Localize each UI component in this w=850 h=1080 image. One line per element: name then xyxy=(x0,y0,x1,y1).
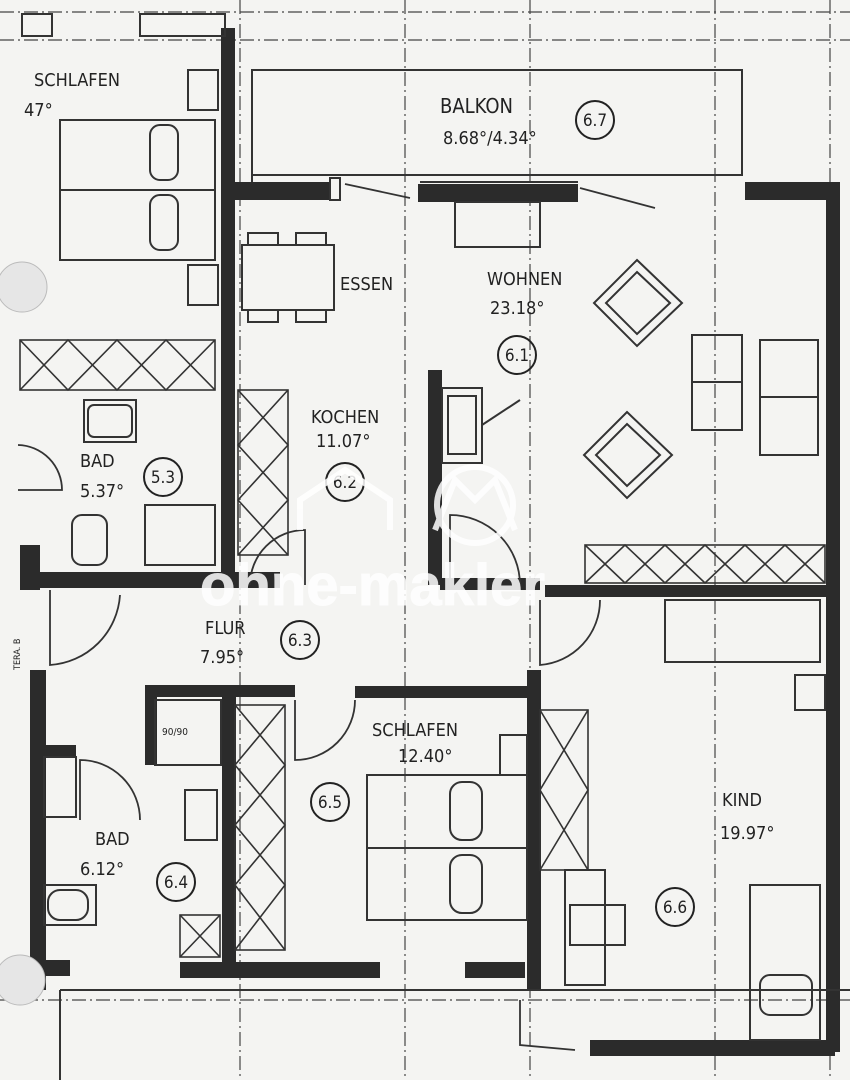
room-name-flur: FLUR xyxy=(205,618,246,639)
room-area-kind: 19.97° xyxy=(720,823,774,844)
room-number-kochen: 6.2 xyxy=(333,473,357,493)
punch-hole-top xyxy=(0,261,48,313)
room-name-bad: BAD xyxy=(95,829,130,850)
room-number-schlafen: 6.5 xyxy=(318,793,342,813)
furniture xyxy=(43,69,826,986)
cabinets xyxy=(19,338,826,958)
room-area-flur: 7.95° xyxy=(200,647,244,668)
punch-hole-bottom xyxy=(0,954,46,1006)
beds xyxy=(59,119,821,1041)
punch-holes xyxy=(0,261,48,1006)
room-name-bad-top: BAD xyxy=(80,451,115,472)
room-number-bad-top: 5.3 xyxy=(151,468,175,488)
room-area-bad-top: 5.37° xyxy=(80,481,124,502)
room-number-wohnen: 6.1 xyxy=(505,346,529,366)
room-number-kind: 6.6 xyxy=(663,898,687,918)
watermark-text: ohne-makler xyxy=(200,553,545,618)
room-name-wohnen: WOHNEN xyxy=(487,269,562,290)
room-number-balkon: 6.7 xyxy=(583,111,607,131)
watermark-logo xyxy=(297,464,518,546)
room-name-essen: ESSEN xyxy=(340,274,393,295)
outlines xyxy=(21,13,850,1080)
room-name-kind: KIND xyxy=(722,790,762,811)
closet-label: 90/90 xyxy=(162,727,188,738)
room-number-circle-balkon xyxy=(575,100,615,140)
room-number-circle-wohnen xyxy=(497,335,537,375)
room-area-bad: 6.12° xyxy=(80,859,124,880)
room-number-flur: 6.3 xyxy=(288,631,312,651)
room-area-kochen: 11.07° xyxy=(316,431,370,452)
room-number-circle-bad xyxy=(156,862,196,902)
watermark: ohne-makler xyxy=(200,464,545,619)
room-area-schlafen: 12.40° xyxy=(398,746,452,767)
room-number-circle-schlafen xyxy=(310,782,350,822)
room-number-bad: 6.4 xyxy=(164,873,188,893)
room-area-schlafen-top: 47° xyxy=(24,100,53,121)
room-numbers: 6.7 6.1 6.2 5.3 6.3 6.5 6.6 6.4 xyxy=(151,111,687,918)
room-area-wohnen: 23.18° xyxy=(490,298,544,319)
walls xyxy=(20,28,840,1056)
room-area-balkon: 8.68°/4.34° xyxy=(443,128,537,149)
room-number-circle-bad-top xyxy=(143,457,183,497)
room-number-circle-flur xyxy=(280,620,320,660)
room-name-schlafen: SCHLAFEN xyxy=(372,720,458,741)
room-name-schlafen-top: SCHLAFEN xyxy=(34,70,120,91)
room-name-kochen: KOCHEN xyxy=(311,407,379,428)
room-number-circles xyxy=(143,100,695,927)
side-label: TERA. B xyxy=(13,639,23,671)
room-labels: SCHLAFEN 47° BALKON 8.68°/4.34° ESSEN WO… xyxy=(13,70,774,880)
room-number-circle-kind xyxy=(655,887,695,927)
room-name-balkon: BALKON xyxy=(440,94,513,118)
